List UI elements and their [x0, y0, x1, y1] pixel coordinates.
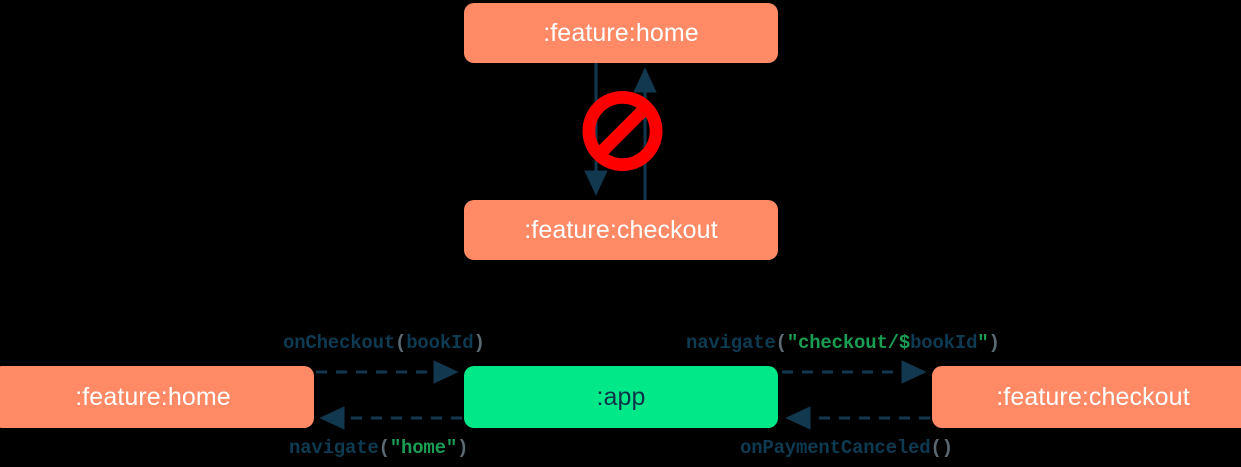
node-label: :feature:home: [543, 18, 699, 47]
code-token-var: bookId: [406, 332, 474, 354]
node-feature-home[interactable]: :feature:home: [0, 366, 314, 428]
node-feature-home-forbidden[interactable]: :feature:home: [464, 3, 778, 63]
code-token-punct: (: [395, 332, 407, 354]
code-token-str: $: [898, 332, 911, 354]
code-token-str: "checkout/: [786, 332, 899, 354]
edge-label-on-payment-canceled: onPaymentCanceled(): [740, 437, 953, 459]
node-feature-checkout-forbidden[interactable]: :feature:checkout: [464, 200, 778, 260]
node-label: :feature:checkout: [524, 215, 718, 244]
code-token-fn: navigate: [289, 437, 379, 459]
node-app[interactable]: :app: [464, 366, 778, 428]
code-token-fn: onPaymentCanceled: [740, 437, 931, 459]
code-token-var: bookId: [910, 332, 978, 354]
edge-label-navigate-home: navigate("home"): [289, 437, 468, 459]
code-token-punct: ): [988, 332, 1000, 354]
code-token-punct: ): [457, 437, 469, 459]
code-token-str: ": [977, 332, 989, 354]
code-token-fn: onCheckout: [283, 332, 396, 354]
code-token-str: "home": [389, 437, 458, 459]
node-label: :feature:home: [75, 382, 231, 411]
code-token-punct: ): [473, 332, 485, 354]
node-label: :feature:checkout: [996, 382, 1190, 411]
code-token-punct: (: [378, 437, 390, 459]
node-feature-checkout[interactable]: :feature:checkout: [932, 366, 1241, 428]
code-token-punct: (: [775, 332, 787, 354]
code-token-punct: ): [941, 437, 953, 459]
edge-label-navigate-checkout: navigate("checkout/$bookId"): [686, 332, 1000, 354]
code-token-fn: navigate: [686, 332, 776, 354]
prohibited-icon: [582, 91, 663, 171]
node-label: :app: [596, 382, 646, 411]
code-token-punct: (: [930, 437, 942, 459]
edge-label-on-checkout: onCheckout(bookId): [283, 332, 485, 354]
